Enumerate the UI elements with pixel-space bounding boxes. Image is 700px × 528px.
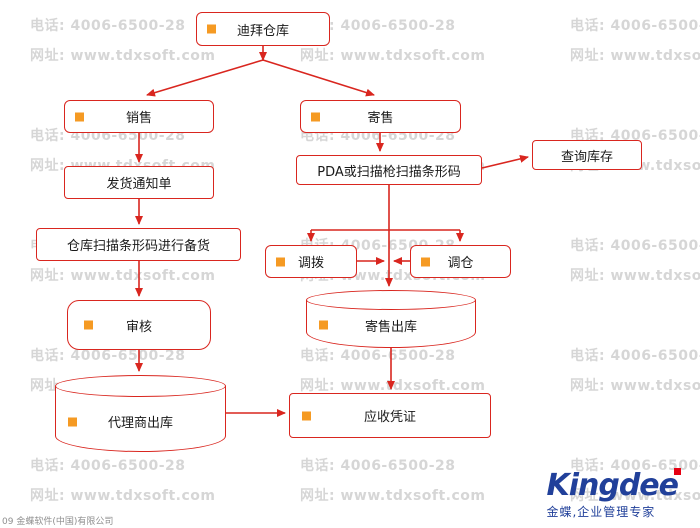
node-query-inventory: 查询库存 [532,140,642,170]
node-label: 发货通知单 [106,177,172,192]
node-label: 迪拜仓库 [236,23,289,39]
node-transfer: 调拨 [265,245,357,278]
watermark-site: 网址: www.tdxsoft.com [300,48,486,64]
watermark-band: 电话: 4006-6500-28 网址: www.tdxsoft.com 电话: … [30,18,700,64]
node-label: 寄售 [367,111,394,126]
cylinder-top [306,290,476,310]
watermark-site: 网址: www.tdxsoft.com [570,378,700,394]
node-shipping-notice: 发货通知单 [64,166,214,199]
kingdee-red-dot-icon [674,468,681,475]
watermark-site: 网址: www.tdxsoft.com [30,268,216,284]
arrow-dubai-to-sales [146,59,264,97]
cylinder-body [55,386,226,452]
node-label: 应收凭证 [363,410,416,425]
watermark-phone: 电话: 4006-6500-28 [300,458,456,474]
node-consignment-outbound: 寄售出库 [306,290,476,348]
arrow-pda-to-query [481,154,529,169]
cylinder-label-row: 寄售出库 [306,302,476,348]
watermark-phone: 电话: 4006-6500-28 [30,18,186,34]
node-pda-scan: PDA或扫描枪扫描条形码 [296,155,482,185]
node-label: 审核 [125,319,152,335]
kingdee-tagline: 金蝶,企业管理专家 [546,505,656,519]
cylinder-label-row: 代理商出库 [55,391,226,452]
node-agent-outbound: 代理商出库 [55,375,226,452]
watermark-phone: 电话: 4006-6500-28 [30,348,186,364]
kingdee-wordmark-text: Kingdee [546,468,679,503]
kingdee-wordmark: Kingdee [546,468,681,503]
node-label: 销售 [125,111,152,126]
node-label: 调拨 [297,256,324,271]
watermark-phone: 电话: 4006-6500-28 [570,348,700,364]
bullet-square-icon [84,320,93,330]
watermark-phone: 电话: 4006-6500-28 [300,18,456,34]
copyright-text: 09 金蝶软件(中国)有限公司 [2,517,114,527]
watermark-phone: 电话: 4006-6500-28 [300,348,456,364]
bullet-square-icon [319,320,328,330]
bullet-square-icon [75,112,84,121]
watermark-site: 网址: www.tdxsoft.com [30,48,216,64]
node-dubai-warehouse: 迪拜仓库 [196,12,330,46]
watermark-phone: 电话: 4006-6500-28 [570,18,700,34]
watermark-site: 网址: www.tdxsoft.com [30,488,216,504]
node-label: 寄售出库 [364,319,417,335]
watermark-phone: 电话: 4006-6500-28 [570,238,700,254]
cylinder-top [55,375,226,397]
kingdee-logo: Kingdee 金蝶,企业管理专家 [546,468,681,520]
bullet-square-icon [276,257,285,266]
node-receivable-voucher: 应收凭证 [289,393,491,438]
bullet-square-icon [311,112,320,121]
node-relocate: 调仓 [410,245,511,278]
arrow-dubai-to-consignment [262,59,375,97]
bullet-square-icon [421,257,430,266]
watermark-band: 电话: 4006-6500-28 网址: www.tdxsoft.com 电话: … [30,458,700,504]
node-label: 查询库存 [560,149,613,165]
bullet-square-icon [68,417,77,426]
node-sales: 销售 [64,100,214,133]
watermark-site: 网址: www.tdxsoft.com [570,268,700,284]
watermark-site: 网址: www.tdxsoft.com [300,488,486,504]
node-label: 调仓 [447,256,474,271]
node-audit: 审核 [67,300,211,350]
bullet-square-icon [302,411,311,420]
node-warehouse-scan: 仓库扫描条形码进行备货 [36,228,241,261]
bullet-square-icon [207,24,216,34]
node-consignment: 寄售 [300,100,461,133]
node-label: 代理商出库 [107,416,173,431]
watermark-site: 网址: www.tdxsoft.com [570,488,700,504]
node-label: PDA或扫描枪扫描条形码 [317,164,461,180]
node-label: 仓库扫描条形码进行备货 [66,239,210,254]
watermark-phone: 电话: 4006-6500-28 [570,458,700,474]
watermark-site: 网址: www.tdxsoft.com [570,48,700,64]
watermark-phone: 电话: 4006-6500-28 [30,458,186,474]
